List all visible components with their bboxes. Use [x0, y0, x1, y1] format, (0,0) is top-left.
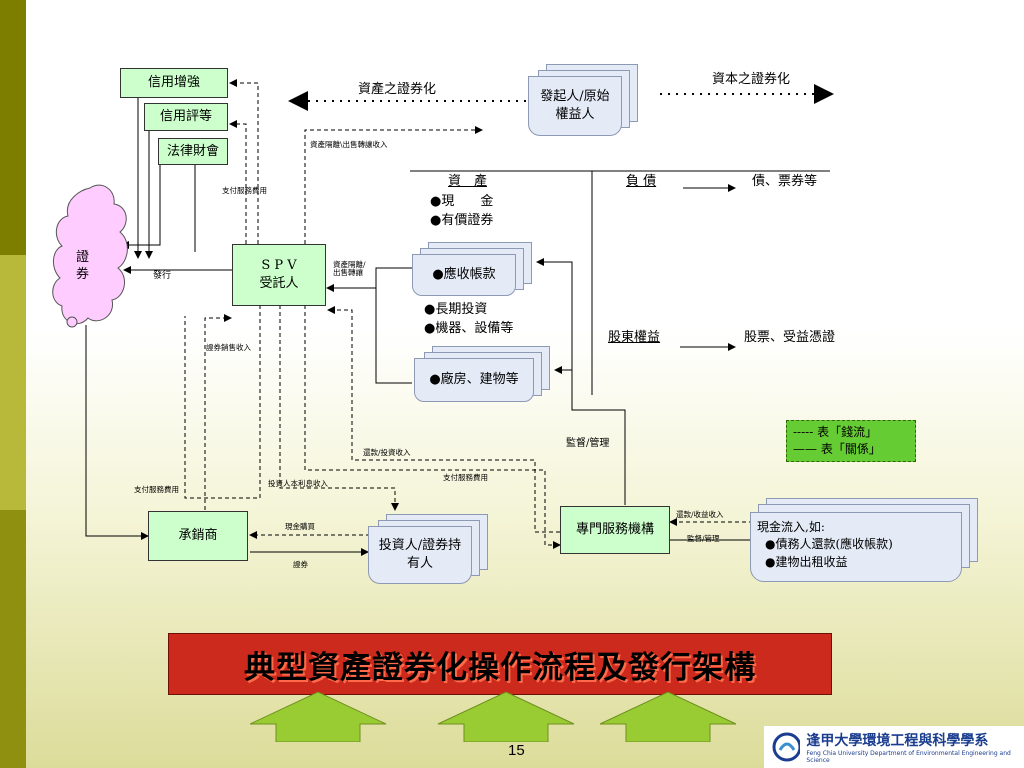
securities-cloud	[52, 184, 128, 328]
sidebar-band-top	[0, 0, 26, 255]
credit-enhancement-box: 信用增強	[120, 68, 228, 98]
servicer-box: 專門服務機構	[560, 506, 670, 554]
receivables-doc: ●應收帳款	[412, 254, 516, 296]
spv-line2: 受託人	[259, 276, 299, 291]
cloud-to-underwriter	[85, 325, 149, 540]
capital-securitization-label: 資本之證券化	[712, 72, 791, 87]
originator-doc: 發起人/原始 權益人	[528, 76, 622, 136]
bonds-label: 債、票券等	[752, 174, 818, 189]
pay-fee-left-flow	[184, 305, 261, 499]
repay-invest-flow	[327, 306, 560, 533]
equity-heading: 股東權益	[608, 330, 661, 345]
supervision-label: 監督/管理	[566, 438, 610, 449]
cashflow-line2: ●債務人還款(應收帳款)	[765, 537, 893, 552]
pay-fee-mid-flow	[279, 305, 399, 511]
slide-title: 典型資產證券化操作流程及發行架構	[244, 649, 756, 686]
cashflow-line3: ●建物出租收益	[765, 554, 848, 569]
logo-name: 逢甲大學環境工程與科學學系	[806, 733, 989, 749]
isolation-top-dashed	[304, 126, 483, 244]
university-emblem-icon	[772, 732, 801, 762]
legal-to-cloud	[121, 164, 161, 249]
isolation-transfer-label: 資產隔離/ 出售轉讓	[333, 260, 366, 278]
securities-item: ●有價證券	[430, 213, 494, 228]
servicer-to-receivables	[536, 258, 626, 505]
sidebar-band-mid	[0, 255, 26, 510]
assets-heading: 資 產	[448, 174, 488, 189]
nav-arrow-prev-icon[interactable]	[437, 691, 575, 742]
pay-fee-top-label: 支付服務費用	[222, 186, 267, 195]
plant-to-spv-line	[375, 288, 412, 384]
stocks-label: 股票、受益憑證	[744, 330, 836, 345]
cloud-label: 證 券	[76, 250, 90, 282]
securities-flow-label: 證券	[293, 560, 308, 569]
investor-interest-label: 投資人本利息收入	[268, 479, 328, 488]
legend-box: ----- 表「錢流」 —— 表「關係」	[786, 420, 916, 462]
nav-arrows	[250, 691, 737, 742]
cash-item: ●現 金	[430, 194, 494, 209]
page-number: 15	[508, 742, 525, 759]
university-logo: 逢甲大學環境工程與科學學系 Feng Chia University Depar…	[764, 726, 1024, 768]
spv-box: S P V 受託人	[232, 244, 326, 306]
issue-label: 發行	[153, 271, 172, 281]
servicer-fee-flow	[304, 305, 561, 549]
pay-fee-left-label: 支付服務費用	[134, 485, 179, 494]
sidebar-band-bottom	[0, 510, 26, 768]
long-term-item: ●長期投資	[424, 302, 488, 317]
sale-income-flow	[204, 314, 232, 510]
pay-fee-top-dashed	[229, 120, 247, 244]
legend-relation: —— 表「關係」	[793, 442, 881, 457]
supervise-manage-label: 監督/管理	[687, 534, 720, 543]
cashflow-doc: 現金流入,如: ●債務人還款(應收帳款) ●建物出租收益	[750, 512, 962, 582]
logo-subtitle: Feng Chia University Department of Envir…	[806, 750, 1011, 764]
spv-line1: S P V	[261, 258, 297, 274]
investors-doc: 投資人/證券持 有人	[368, 526, 472, 584]
repay-invest-label: 還款/投資收入	[363, 448, 411, 457]
cashflow-line1: 現金流入,如:	[757, 520, 825, 534]
liabilities-heading: 負 債	[626, 174, 657, 189]
sale-income-label: 證券銷售收入	[206, 343, 251, 352]
repay-income-label: 還款/收益收入	[676, 510, 724, 519]
plant-doc: ●廠房、建物等	[414, 358, 534, 402]
cash-purchase-label: 現金購買	[285, 522, 315, 531]
spv-to-credit-dashed	[229, 79, 259, 244]
title-banner: 典型資產證券化操作流程及發行架構	[168, 633, 832, 695]
underwriter-box: 承銷商	[148, 511, 248, 561]
legend-money-flow: ----- 表「錢流」	[793, 425, 878, 439]
receivables-to-spv	[326, 267, 412, 292]
asset-securitization-label: 資產之證券化	[358, 82, 437, 97]
pay-fee-mid-label: 支付服務費用	[443, 473, 488, 482]
credit-rating-box: 信用評等	[144, 103, 228, 131]
legal-accounting-box: 法律財會	[158, 138, 228, 165]
machinery-item: ●機器、設備等	[424, 321, 514, 336]
isolation-transfer-top-label: 資產隔離\出售轉讓收入	[310, 140, 388, 149]
nav-arrow-first-icon[interactable]	[250, 691, 387, 742]
nav-arrow-next-icon[interactable]	[599, 691, 737, 742]
